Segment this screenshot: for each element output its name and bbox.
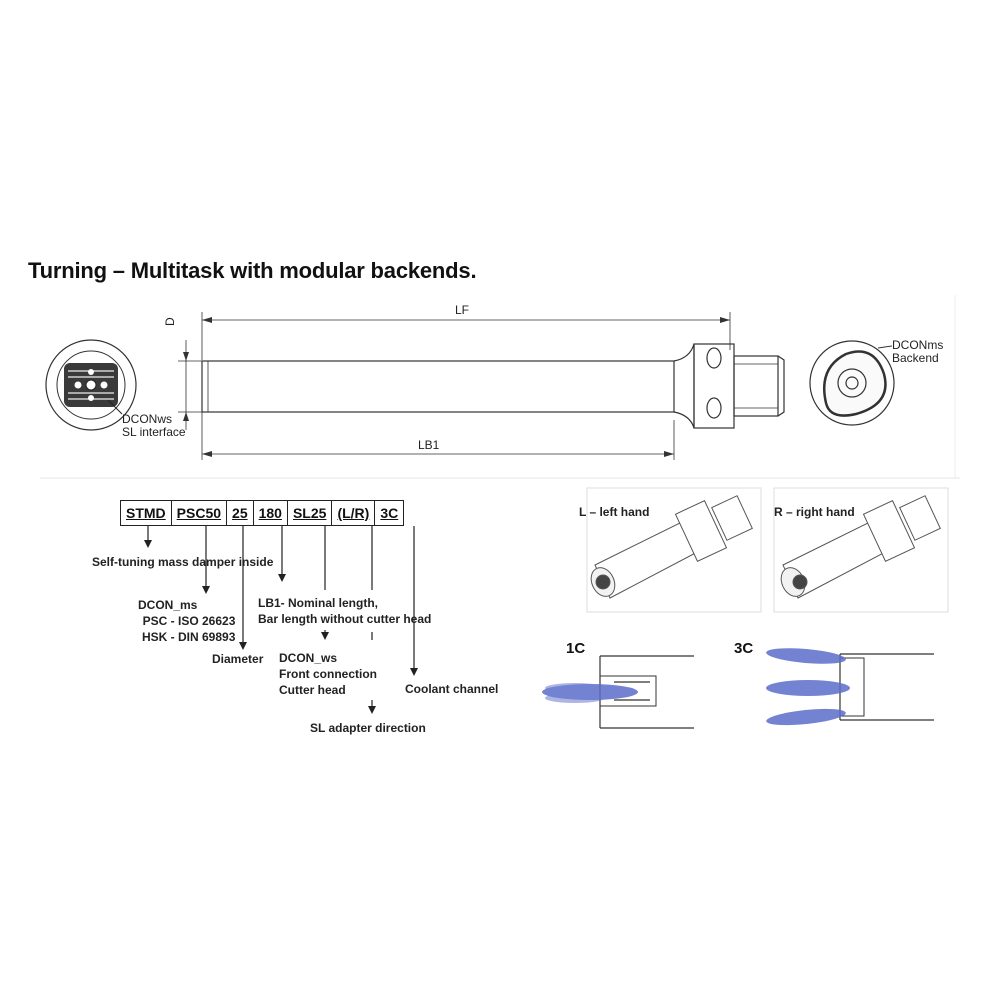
lb1-explanation: LB1- Nominal length, Bar length without … bbox=[258, 596, 432, 626]
front-label-line1: DCONws bbox=[122, 412, 172, 426]
code-cell-stmd: STMD bbox=[120, 500, 171, 526]
code-cell-25: 25 bbox=[226, 500, 253, 526]
coolant-1c-illustration bbox=[542, 655, 694, 729]
ordering-code: STMD PSC50 25 180 SL25 (L/R) 3C bbox=[120, 500, 405, 526]
coolant-1c-label: 1C bbox=[566, 640, 586, 657]
code-cell-3c: 3C bbox=[374, 500, 405, 526]
coolant-3c-label: 3C bbox=[734, 640, 754, 657]
coolant-explanation: Coolant channel bbox=[405, 682, 499, 696]
dim-d-label: D bbox=[163, 317, 177, 326]
back-end-view bbox=[809, 340, 895, 426]
right-hand-label: R – right hand bbox=[774, 505, 855, 519]
dim-lb1-label: LB1 bbox=[418, 438, 440, 452]
dim-lf-label: LF bbox=[455, 303, 470, 317]
code-cell-lr: (L/R) bbox=[331, 500, 375, 526]
diameter-explanation: Diameter bbox=[212, 652, 264, 666]
coolant-3c-illustration bbox=[766, 648, 934, 726]
back-label-line1: DCONms bbox=[892, 338, 944, 352]
bar-side-view bbox=[178, 312, 785, 460]
page-title: Turning – Multitask with modular backend… bbox=[28, 258, 477, 283]
dcon-ms-explanation: DCON_ms PSC - ISO 26623 HSK - DIN 69893 bbox=[138, 598, 236, 644]
right-hand-illustration bbox=[773, 487, 949, 613]
left-hand-illustration bbox=[586, 487, 762, 613]
left-hand-label: L – left hand bbox=[579, 505, 650, 519]
dcon-ws-explanation: DCON_ws Front connection Cutter head bbox=[279, 651, 377, 697]
code-cell-180: 180 bbox=[252, 500, 287, 526]
code-leaders bbox=[144, 526, 418, 714]
front-label-line2: SL interface bbox=[122, 425, 186, 439]
code-cell-psc50: PSC50 bbox=[170, 500, 227, 526]
back-label-line2: Backend bbox=[892, 351, 939, 365]
front-end-view bbox=[45, 339, 137, 431]
code-cell-sl25: SL25 bbox=[286, 500, 332, 526]
damper-explanation: Self-tuning mass damper inside bbox=[92, 555, 274, 569]
sl-adapter-explanation: SL adapter direction bbox=[310, 721, 426, 735]
